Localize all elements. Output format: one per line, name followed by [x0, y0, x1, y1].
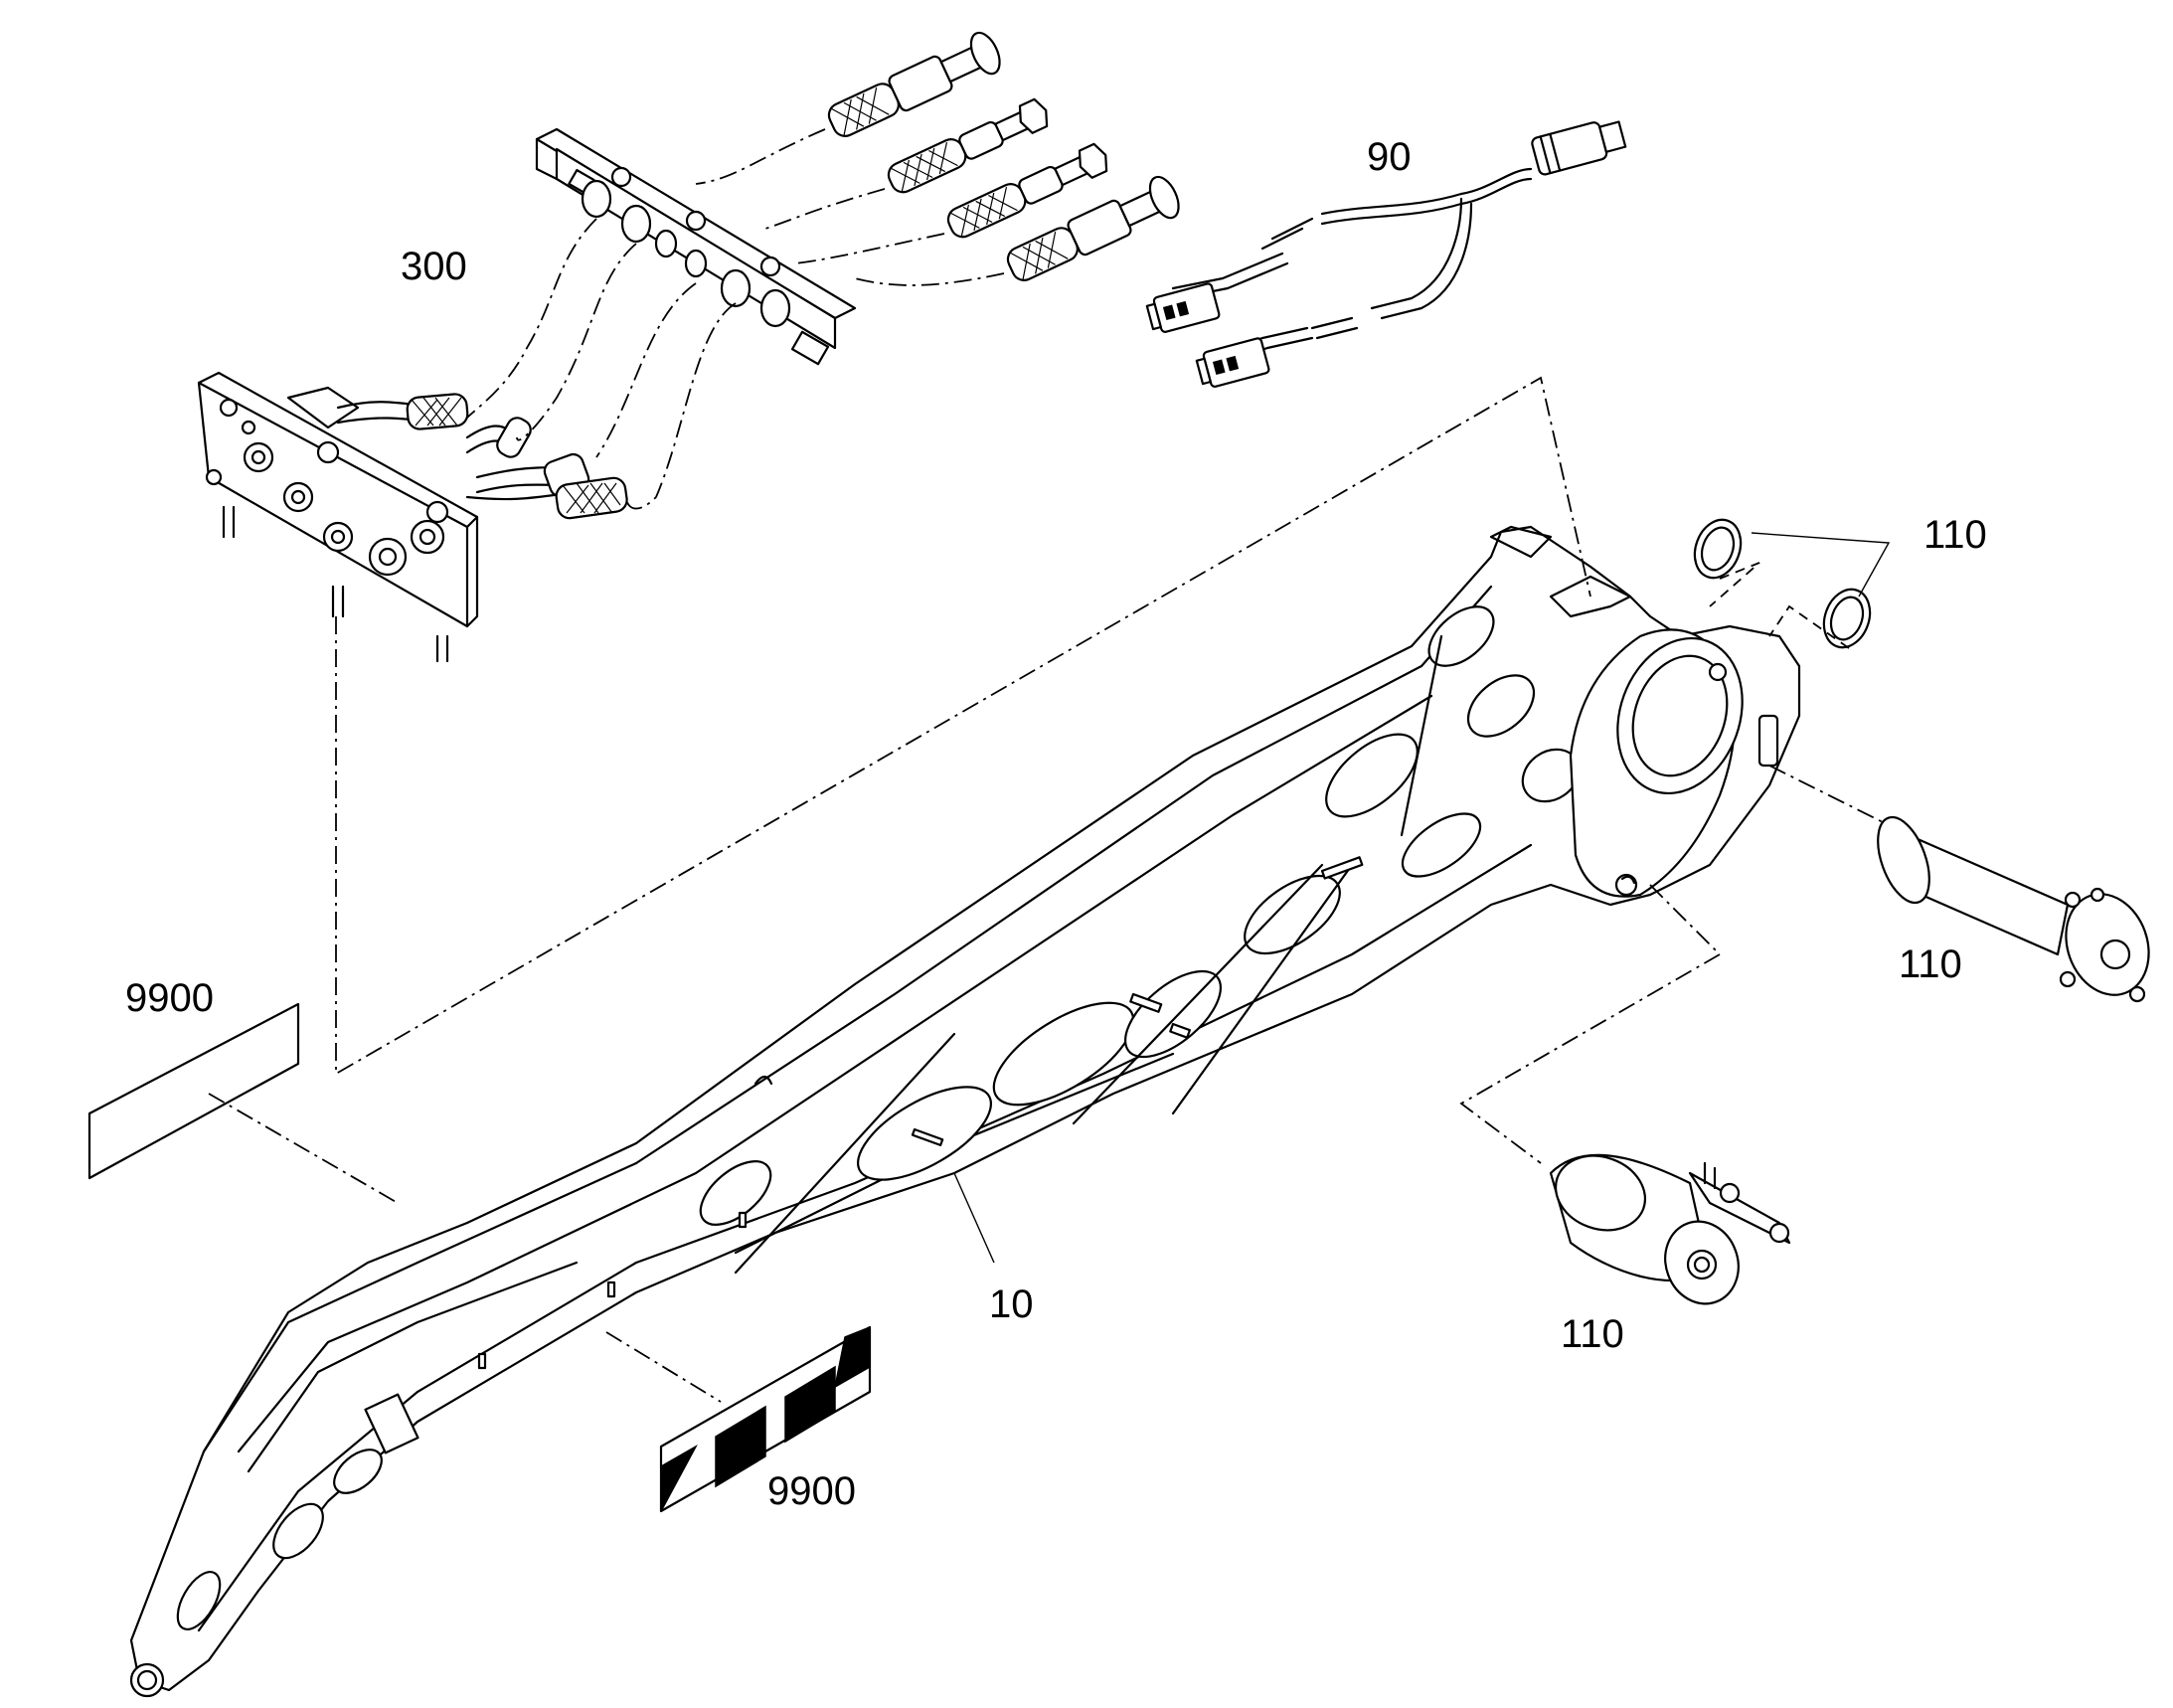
label-part-300: 300	[401, 245, 467, 288]
label-part-110-pin: 110	[1899, 942, 1962, 986]
hose-fittings	[335, 31, 1591, 1076]
boom-arm	[129, 525, 1801, 1698]
part-10-leader	[953, 1172, 995, 1264]
valve-block	[197, 371, 628, 663]
pivot-pin	[1768, 765, 2150, 1003]
label-part-110-rings: 110	[1923, 513, 1987, 557]
label-part-10: 10	[989, 1282, 1034, 1326]
plain-decal-plate	[87, 1002, 399, 1204]
label-part-9900-plate: 9900	[125, 976, 214, 1020]
bushing	[1459, 884, 1791, 1305]
label-part-110-bushing: 110	[1561, 1312, 1624, 1356]
label-part-9900-decal: 9900	[767, 1469, 856, 1513]
label-part-90: 90	[1367, 135, 1412, 179]
o-rings	[1693, 518, 1891, 649]
striped-warning-decal	[605, 1325, 872, 1513]
manifold-bar	[535, 127, 857, 366]
wiring-harness	[1145, 120, 1627, 388]
